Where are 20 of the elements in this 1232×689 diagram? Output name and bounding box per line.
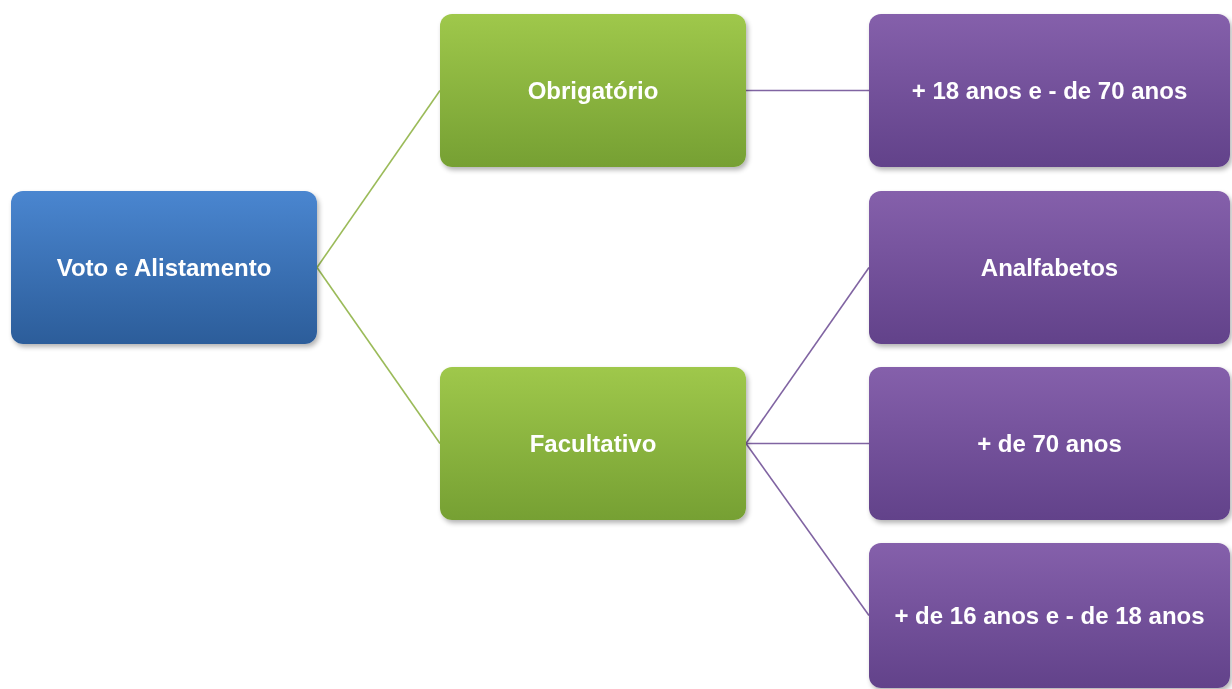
connector-line [745, 442, 870, 617]
box-label: Obrigatório [527, 75, 659, 106]
box-label: + de 16 anos e - de 18 anos [894, 600, 1205, 631]
rounded-box [440, 367, 746, 520]
rounded-box [11, 191, 317, 344]
rounded-box [869, 367, 1230, 520]
connector-line [316, 89, 441, 269]
box-label: Analfabetos [980, 252, 1119, 283]
connector-line [745, 266, 870, 445]
rounded-box [440, 14, 746, 167]
connector-line [745, 89, 870, 92]
connector-line [745, 442, 870, 445]
box-label: + 18 anos e - de 70 anos [911, 75, 1188, 106]
rounded-box [869, 191, 1230, 344]
rounded-box [869, 543, 1230, 688]
box-label: Voto e Alistamento [56, 252, 272, 283]
rounded-box [869, 14, 1230, 167]
box-label: Facultativo [529, 428, 657, 459]
connector-line [316, 266, 441, 445]
box-label: + de 70 anos [977, 428, 1122, 459]
